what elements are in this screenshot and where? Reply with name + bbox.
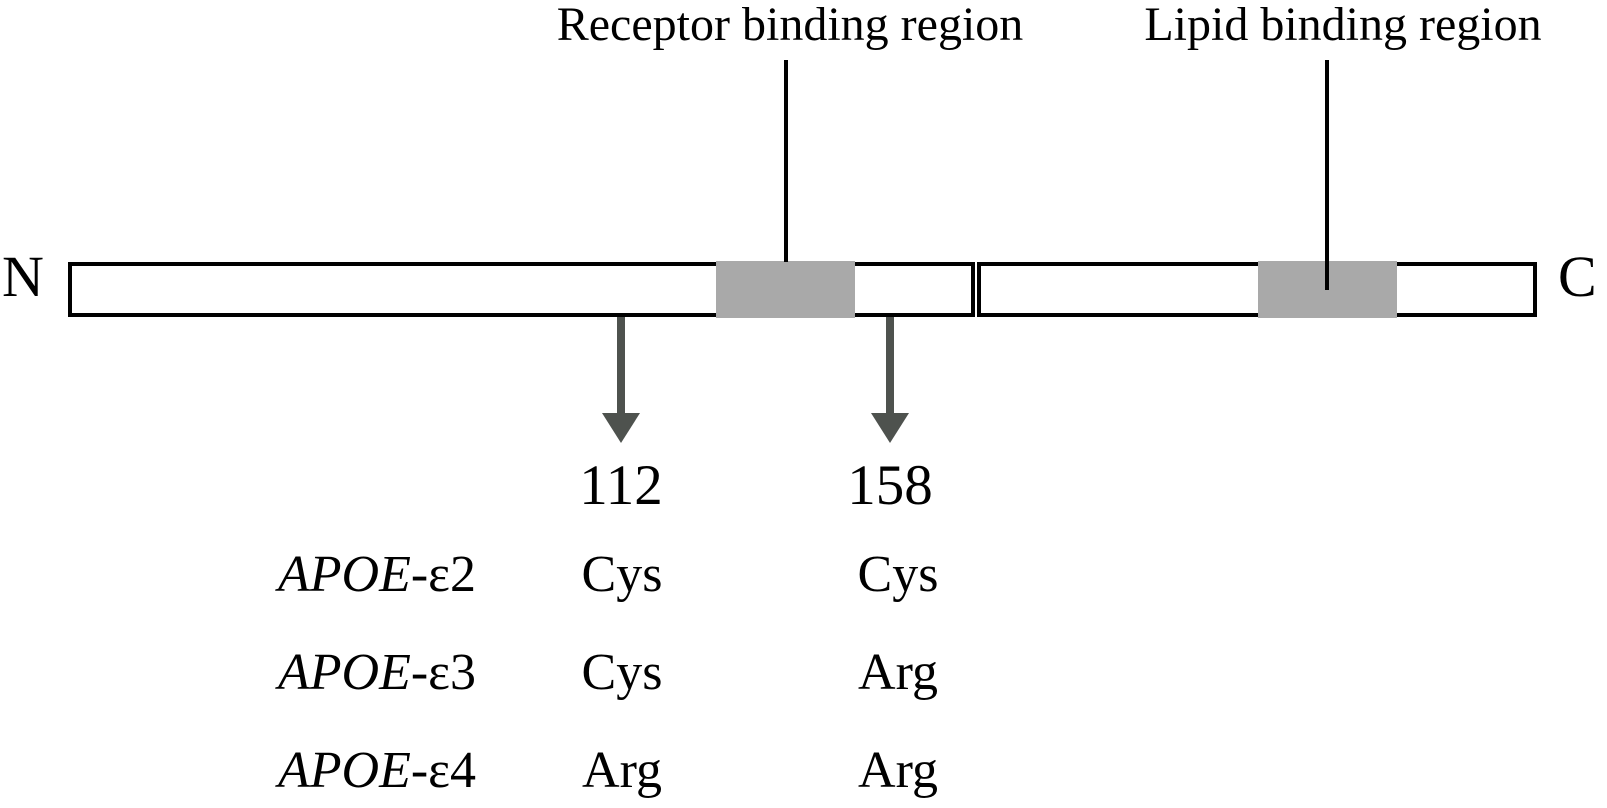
isoform-row-apoe-e2: APOE-ε2 Cys Cys <box>0 546 1607 606</box>
isoform-name: APOE-ε2 <box>278 546 476 603</box>
receptor-region-pointer-line <box>784 60 788 262</box>
gene-name: APOE <box>278 546 411 603</box>
allele-name: -ε4 <box>410 742 476 799</box>
isoform-name: APOE-ε3 <box>278 644 476 701</box>
receptor-binding-region <box>716 261 855 318</box>
lipid-region-pointer-line <box>1325 60 1329 290</box>
c-terminal-domain-box <box>977 262 1537 317</box>
isoform-row-apoe-e3: APOE-ε3 Cys Arg <box>0 644 1607 704</box>
n-terminus-label: N <box>2 244 44 309</box>
residue-158-value: Arg <box>858 644 938 701</box>
position-158-arrowhead-icon <box>871 413 909 443</box>
residue-112-value: Cys <box>581 546 663 603</box>
gene-name: APOE <box>278 644 411 701</box>
c-terminus-label: C <box>1558 244 1597 309</box>
position-112-arrow-shaft <box>617 317 625 415</box>
residue-112-value: Arg <box>582 742 662 799</box>
gene-name: APOE <box>278 742 411 799</box>
isoform-row-apoe-e4: APOE-ε4 Arg Arg <box>0 742 1607 802</box>
position-158-arrow-shaft <box>886 317 894 415</box>
receptor-binding-region-label: Receptor binding region <box>556 0 1024 51</box>
allele-name: -ε3 <box>410 644 476 701</box>
residue-position-112: 112 <box>579 454 663 517</box>
allele-name: -ε2 <box>410 546 476 603</box>
lipid-binding-region-label: Lipid binding region <box>1144 0 1542 51</box>
residue-158-value: Arg <box>858 742 938 799</box>
isoform-name: APOE-ε4 <box>278 742 476 799</box>
position-112-arrowhead-icon <box>602 413 640 443</box>
residue-position-158: 158 <box>847 454 933 517</box>
residue-112-value: Cys <box>581 644 663 701</box>
residue-158-value: Cys <box>857 546 939 603</box>
